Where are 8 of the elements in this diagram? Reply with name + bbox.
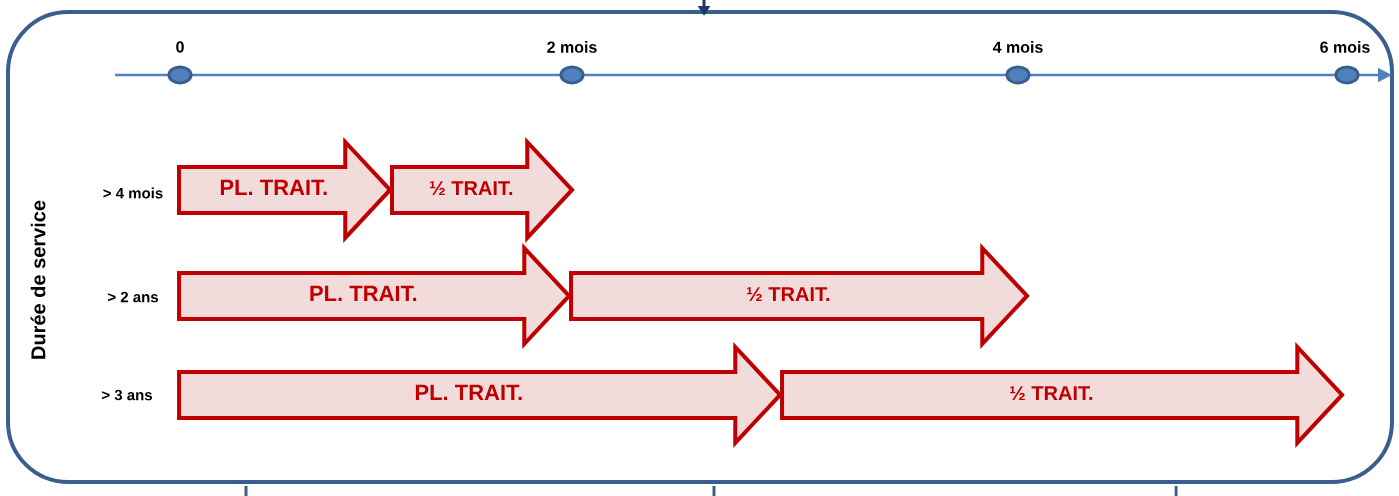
tick-label: 6 mois — [1320, 41, 1370, 53]
tick-label: 4 mois — [992, 41, 1043, 53]
tick-label: 0 — [176, 41, 184, 53]
tick-label: 2 mois — [547, 41, 597, 53]
row-label: > 4 mois — [103, 187, 163, 199]
row-label: > 3 ans — [102, 389, 152, 401]
row-label: > 2 ans — [108, 291, 158, 303]
axis-title: Durée de service — [30, 200, 46, 359]
